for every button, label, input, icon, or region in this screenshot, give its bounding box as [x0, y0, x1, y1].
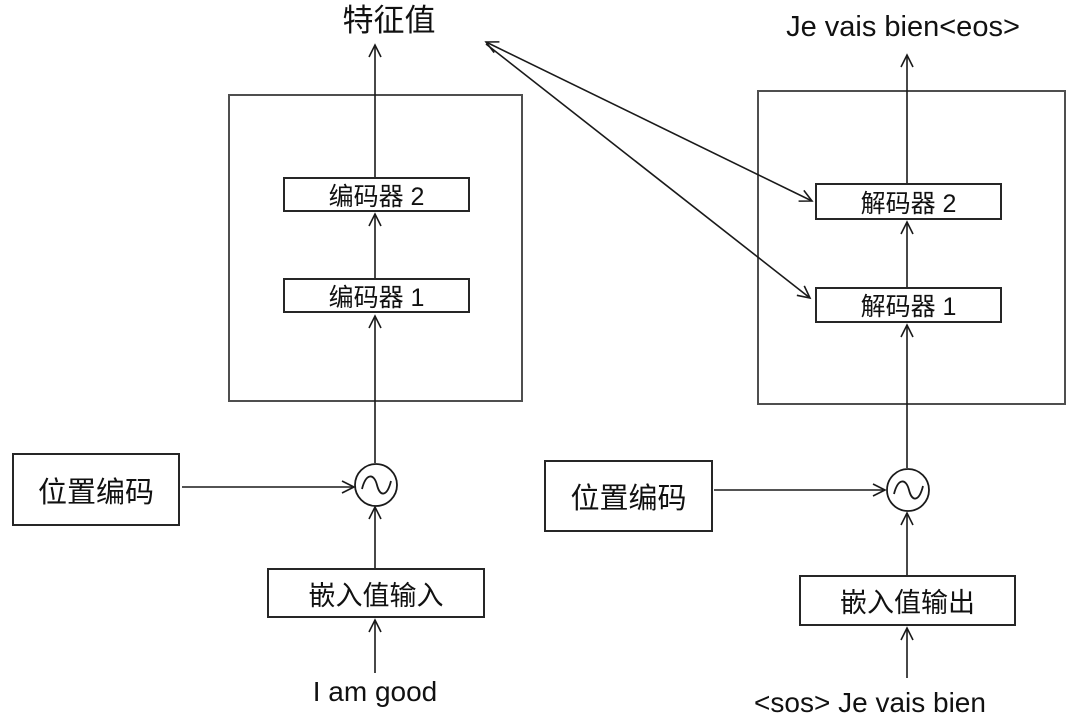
sine-wave-add-icon-left: [354, 463, 398, 507]
decoder-1-block: 解码器 1: [815, 287, 1002, 323]
decoder-embedding-box: 嵌入值输出: [799, 575, 1016, 626]
encoder-embedding-box: 嵌入值输入: [267, 568, 485, 618]
sine-wave-add-icon-right: [886, 468, 930, 512]
encoder-position-encoding-box: 位置编码: [12, 453, 180, 526]
decoder-position-encoding-box: 位置编码: [544, 460, 713, 532]
encoder-output-label: 特征值: [342, 3, 436, 38]
decoder-output-label: Je vais bien<eos>: [786, 11, 1020, 43]
encoder-input-text: I am good: [312, 676, 438, 707]
encoder-2-block: 编码器 2: [283, 177, 470, 212]
encoder-stack-container: [228, 94, 523, 402]
decoder-2-block: 解码器 2: [815, 183, 1002, 220]
encoder-1-block: 编码器 1: [283, 278, 470, 313]
decoder-stack-container: [757, 90, 1066, 405]
decoder-input-text: <sos> Je vais bien: [754, 687, 986, 718]
